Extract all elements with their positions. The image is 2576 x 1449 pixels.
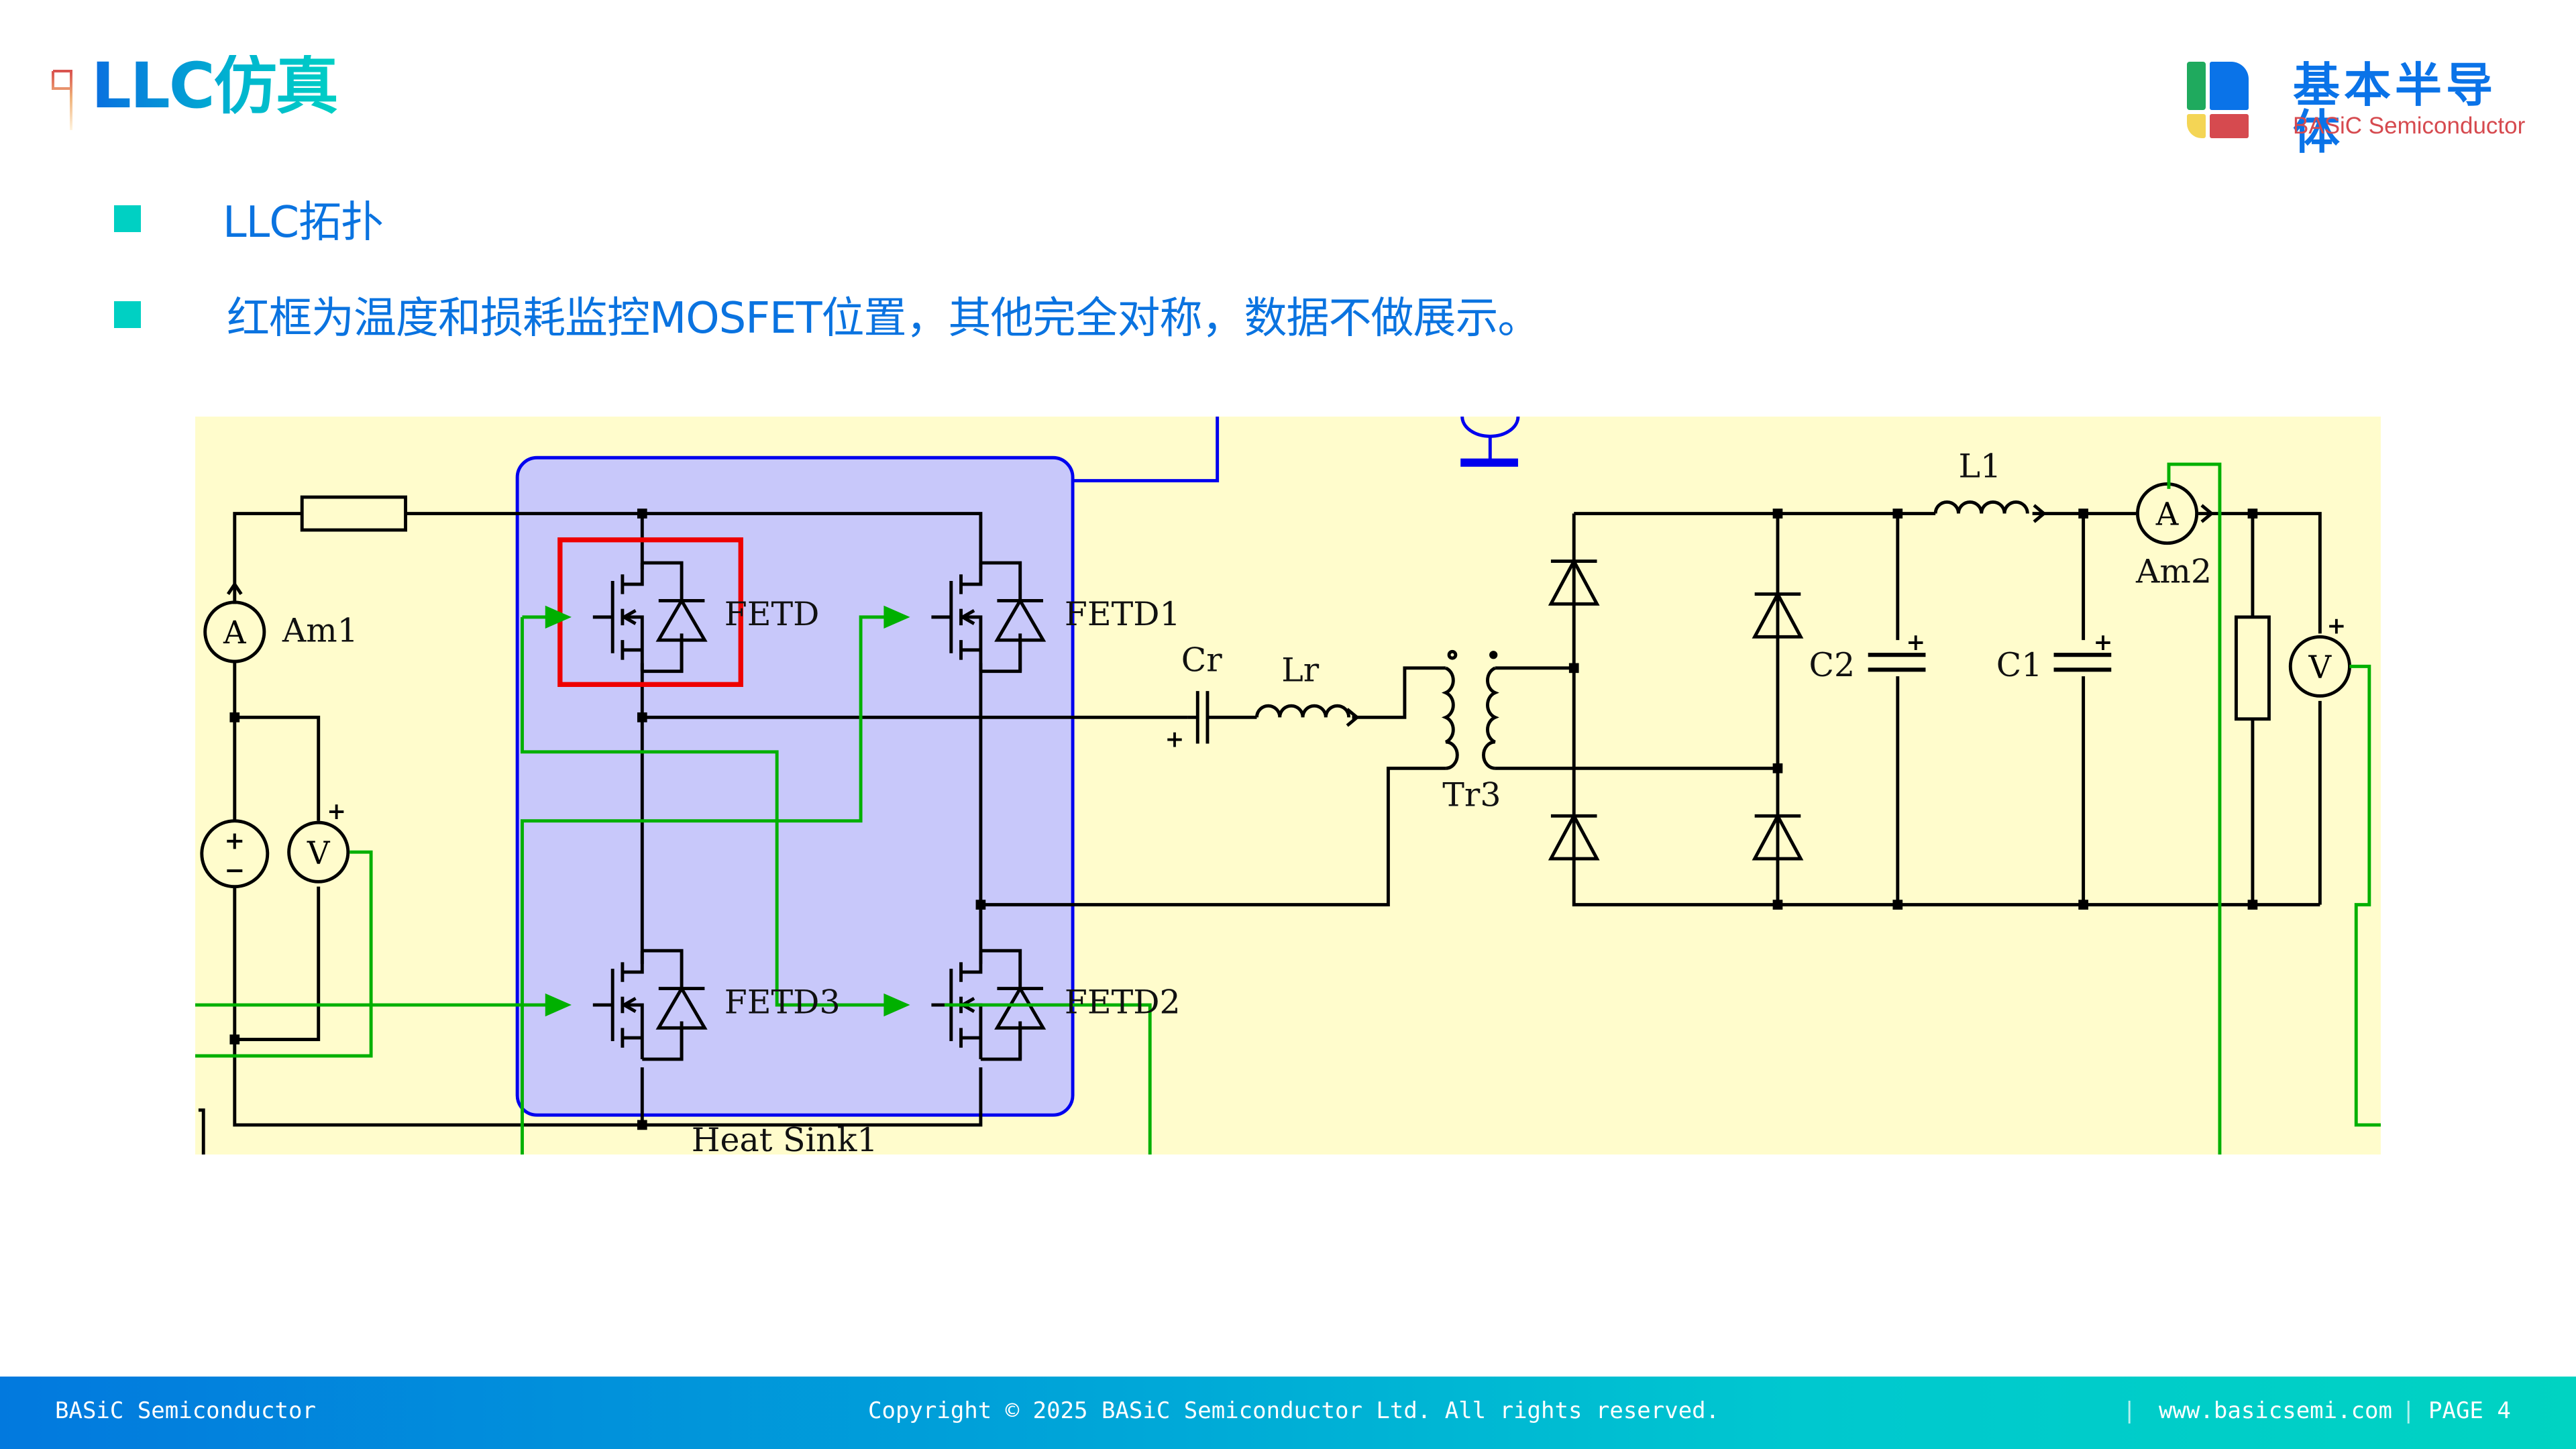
llc-schematic: A + − V + A V + + + + Am1 FE [195,417,2381,1155]
logo-name-en: BASiC Semiconductor [2293,113,2526,139]
logo-name-cn: 基本半导体 [2293,58,2497,160]
edge-wire-fragment [198,1108,205,1155]
label-c2: C2 [1809,646,1856,684]
label-fetd3: FETD3 [724,983,841,1021]
resonant-inductor-lr [1255,704,1360,727]
transformer-tr3 [1441,649,1499,770]
logo-tile-blue [2210,62,2249,110]
footer-company: BASiC Semiconductor [55,1397,316,1424]
label-lr: Lr [1281,651,1320,689]
title-accent-mark [52,70,72,130]
footer-website-link[interactable]: www.basicsemi.com [2159,1397,2392,1424]
label-c1: C1 [1996,646,2043,684]
ground-symbol-icon [1460,417,1520,467]
bullet-square-icon [114,301,141,328]
svg-text:+: + [2326,612,2346,639]
footer-copyright: Copyright © 2025 BASiC Semiconductor Ltd… [868,1397,1720,1424]
label-fetd2: FETD2 [1065,983,1181,1021]
logo-tile-yellow [2187,114,2206,138]
label-l1: L1 [1958,447,2001,486]
logo-tile-green [2187,62,2206,110]
gate-arrow-icons [545,605,910,1017]
output-inductor-l1 [1933,500,2047,523]
label-am2: Am2 [2135,552,2212,590]
bullet-item: 红框为温度和损耗监控MOSFET位置，其他完全对称，数据不做展示。 [114,284,1541,345]
bullet-square-icon [114,205,141,232]
resonant-capacitor-cr [1187,691,1210,744]
company-logo: 基本半导体 BASiC Semiconductor [2187,60,2536,156]
heat-sink-connection-wire [1073,417,1220,482]
footer-page-number: PAGE 4 [2428,1397,2511,1424]
svg-text:A: A [2155,496,2180,533]
label-fetd: FETD [724,595,820,633]
load-resistor [2234,615,2271,721]
component-labels: Am1 FETD FETD1 FETD3 FETD2 Cr Lr Tr3 L1 … [282,447,2212,1155]
cr-plus-sign: + [1165,726,1185,753]
dc-source: + − [200,819,270,889]
footer-separator: | [2402,1397,2416,1424]
svg-text:+: + [327,798,346,825]
footer-bar: BASiC Semiconductor Copyright © 2025 BAS… [0,1377,2576,1449]
label-cr: Cr [1181,641,1222,680]
junction-dots [229,508,2258,1130]
bullet-text: LLC拓扑 [223,198,384,248]
page-title: LLC仿真 [91,50,339,123]
label-fetd1: FETD1 [1065,595,1181,633]
svg-text:A: A [223,614,247,651]
logo-tile-red [2210,114,2249,138]
output-capacitor-c2 [1868,653,1926,672]
c2-plus-sign: + [1906,629,1925,656]
svg-text:V: V [2308,649,2332,686]
bullet-text: 红框为温度和损耗监控MOSFET位置，其他完全对称，数据不做展示。 [227,294,1541,343]
svg-text:V: V [307,835,331,871]
svg-text:−: − [224,855,245,884]
output-capacitor-c1 [2053,653,2112,672]
input-resistor [300,495,408,532]
svg-text:+: + [224,826,245,855]
footer-separator: | [2123,1397,2137,1424]
power-wires [233,495,2322,1127]
c1-plus-sign: + [2094,629,2113,656]
voltmeter-input: V + [287,798,350,883]
ammeter-am1: A [203,581,266,663]
label-tr3: Tr3 [1442,776,1501,814]
bullet-item: LLC拓扑 [114,188,384,250]
label-heat-sink: Heat Sink1 [692,1121,878,1155]
label-am1: Am1 [282,612,358,650]
